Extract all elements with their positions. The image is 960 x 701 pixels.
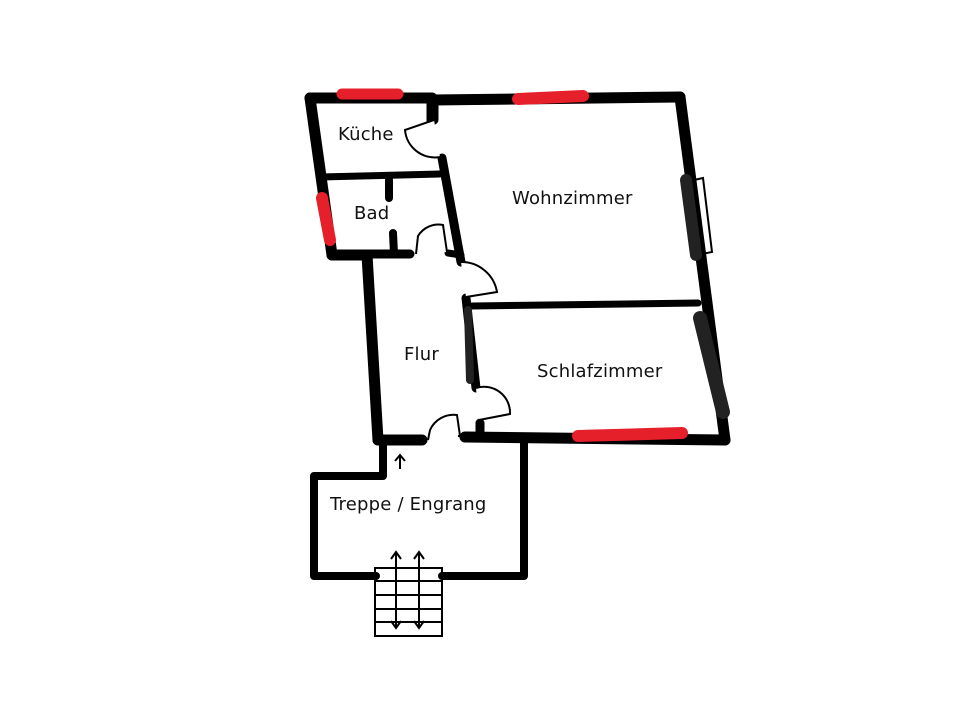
window-markers-red [316, 88, 688, 442]
door-schlafzimmer [475, 385, 512, 421]
room-label-bad: Bad [354, 203, 390, 224]
room-label-wohnzimmer: Wohnzimmer [512, 188, 633, 209]
window-markers-dark [464, 174, 730, 419]
door-bad [415, 223, 448, 255]
doors [403, 119, 512, 441]
room-label-schlafzimmer: Schlafzimmer [537, 361, 663, 382]
entrance-area [310, 438, 528, 637]
walls [304, 91, 731, 446]
room-label-kueche: Küche [338, 124, 394, 145]
stairs-icon [374, 550, 443, 637]
door-kueche [403, 119, 441, 159]
door-entry [427, 413, 461, 441]
entry-arrow-icon [394, 453, 406, 469]
room-label-flur: Flur [404, 344, 439, 365]
door-wohnzimmer [460, 260, 499, 298]
room-label-treppe: Treppe / Engrang [330, 494, 487, 515]
